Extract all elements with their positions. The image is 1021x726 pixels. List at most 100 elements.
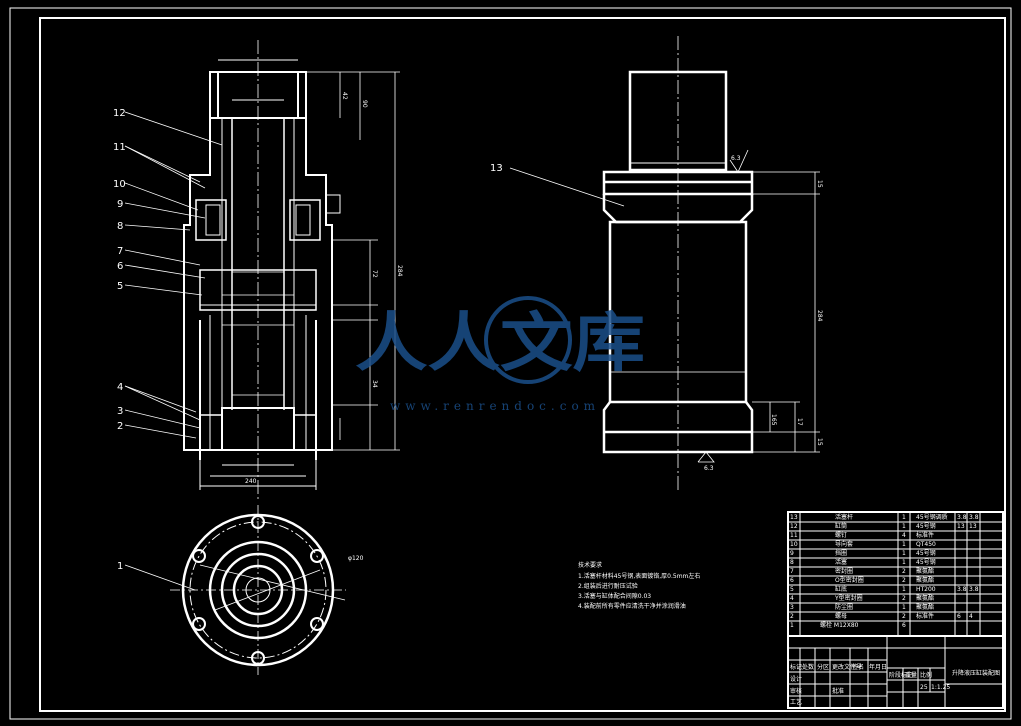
bom-name: 活塞杆 xyxy=(835,513,853,521)
role-process: 工艺 xyxy=(790,698,802,706)
roughness-top: 6.3 xyxy=(731,155,741,162)
part-label-9: 9 xyxy=(117,199,123,210)
bom-mat: 标准件 xyxy=(916,531,934,539)
bom-mat: HT200 xyxy=(916,586,936,593)
header-signature: 签名 xyxy=(852,663,864,671)
bom-mat: QT450 xyxy=(916,541,936,548)
header-mark: 标记 xyxy=(790,663,802,671)
bom-name: 导向套 xyxy=(835,540,853,548)
bom-w1: 6 xyxy=(957,613,961,620)
title-block-grid xyxy=(787,511,1004,709)
label-scale: 比例 xyxy=(920,671,932,679)
sheet-border xyxy=(9,7,1012,720)
bom-w2: 13 xyxy=(969,523,977,530)
notes-line-3: 3.活塞与缸体配合间隙0.03 xyxy=(578,592,651,600)
bom-no: 5 xyxy=(790,586,794,593)
notes-line-2: 2.组装后进行耐压试验 xyxy=(578,582,638,590)
bom-name: 螺母 xyxy=(835,612,847,620)
dim-side-total: 284 xyxy=(396,265,403,277)
bom-qty: 1 xyxy=(902,586,906,593)
flange-view xyxy=(170,505,346,675)
bom-qty: 1 xyxy=(902,514,906,521)
dim-right-bot: 15 xyxy=(816,438,823,446)
bom-qty: 4 xyxy=(902,532,906,539)
dim-165: 165 xyxy=(770,414,777,426)
dim-42: 42 xyxy=(341,92,348,100)
notes-line-1: 1.活塞杆材料45号钢,表面镀铬,厚0.5mm左右 xyxy=(578,572,700,580)
technical-notes: 技术要求 1.活塞杆材料45号钢,表面镀铬,厚0.5mm左右 2.组装后进行耐压… xyxy=(578,561,700,610)
bom-mat: 45号钢调质 xyxy=(916,513,948,521)
header-date: 年月日 xyxy=(869,663,887,671)
part-label-12: 12 xyxy=(113,108,126,119)
scale-b: 1:1.25 xyxy=(931,684,950,691)
bom-w1: 3.8 xyxy=(957,586,967,593)
bom-mat: 聚氨酯 xyxy=(916,603,934,611)
bom-mat: 45号钢 xyxy=(916,522,936,530)
part-label-13: 13 xyxy=(490,163,503,174)
leader-lines xyxy=(124,111,223,591)
bom-qty: 2 xyxy=(902,577,906,584)
bom-w1: 3.8 xyxy=(957,514,967,521)
header-change-doc: 更改文件号 xyxy=(832,663,862,671)
dim-right-total: 284 xyxy=(816,310,823,322)
bom-name: 缸底 xyxy=(835,585,847,593)
bom-table: 13 活塞杆 1 45号钢调质 3.8 3.8 12 缸筒 1 45号钢 13 … xyxy=(790,513,979,629)
notes-heading: 技术要求 xyxy=(578,561,602,569)
bom-name: 活塞 xyxy=(835,558,847,566)
bom-no: 8 xyxy=(790,559,794,566)
watermark: 人人文库 www.renrendoc.com xyxy=(355,296,645,413)
bom-qty: 2 xyxy=(902,568,906,575)
dim-240: 240 xyxy=(245,478,257,485)
bom-no: 3 xyxy=(790,604,794,611)
role-design: 设计 xyxy=(790,675,802,683)
bom-qty: 2 xyxy=(902,595,906,602)
bom-no: 6 xyxy=(790,577,794,584)
bom-no: 13 xyxy=(790,514,798,521)
bom-no: 4 xyxy=(790,595,794,602)
part-label-11: 11 xyxy=(113,142,126,153)
bom-no: 11 xyxy=(790,532,798,539)
bom-name: Y型密封圈 xyxy=(834,594,863,602)
bom-no: 9 xyxy=(790,550,794,557)
bom-name: 防尘圈 xyxy=(835,603,853,611)
part-label-3: 3 xyxy=(117,406,123,417)
label-stage: 阶段标记 xyxy=(889,671,913,679)
bom-no: 12 xyxy=(790,523,798,530)
bom-mat: 标准件 xyxy=(916,612,934,620)
bom-mat: 聚氨酯 xyxy=(916,594,934,602)
part-labels: 12 11 10 9 8 7 6 5 4 3 2 1 13 xyxy=(113,108,503,572)
bom-no: 7 xyxy=(790,568,794,575)
scale-a: 25 xyxy=(920,684,928,691)
part-label-1: 1 xyxy=(117,561,123,572)
header-count: 处数 xyxy=(802,663,814,671)
bom-name: 螺钉 xyxy=(835,531,847,539)
part-label-5: 5 xyxy=(117,281,123,292)
bom-qty: 6 xyxy=(902,622,906,629)
dim-90: 90 xyxy=(361,100,368,108)
role-review: 审核 xyxy=(790,687,802,695)
watermark-brand: 人人文库 xyxy=(355,306,645,381)
bom-qty: 1 xyxy=(902,550,906,557)
bom-name: 密封圈 xyxy=(835,567,853,575)
section-view xyxy=(183,40,400,500)
bom-name: 挡圈 xyxy=(835,549,847,557)
bom-mat: 聚氨酯 xyxy=(916,567,934,575)
bom-w2: 3.8 xyxy=(969,514,979,521)
bom-no: 1 xyxy=(790,622,794,629)
bom-mat: 45号钢 xyxy=(916,558,936,566)
notes-line-4: 4.装配前所有零件应清洗干净并涂润滑油 xyxy=(578,602,686,610)
part-label-7: 7 xyxy=(117,246,123,257)
watermark-url: www.renrendoc.com xyxy=(390,399,600,413)
bom-qty: 1 xyxy=(902,559,906,566)
bom-mat: 聚氨酯 xyxy=(916,576,934,584)
bom-w2: 3.8 xyxy=(969,586,979,593)
title-block-text: 升降液压缸装配图 标记 处数 分区 更改文件号 签名 年月日 设计 审核 工艺 … xyxy=(790,663,1000,706)
bom-no: 10 xyxy=(790,541,798,548)
bom-qty: 2 xyxy=(902,613,906,620)
bom-mat: 45号钢 xyxy=(916,549,936,557)
bom-w2: 4 xyxy=(969,613,973,620)
bom-name: 缸筒 xyxy=(835,522,847,530)
bom-no: 2 xyxy=(790,613,794,620)
header-zone: 分区 xyxy=(817,663,829,671)
